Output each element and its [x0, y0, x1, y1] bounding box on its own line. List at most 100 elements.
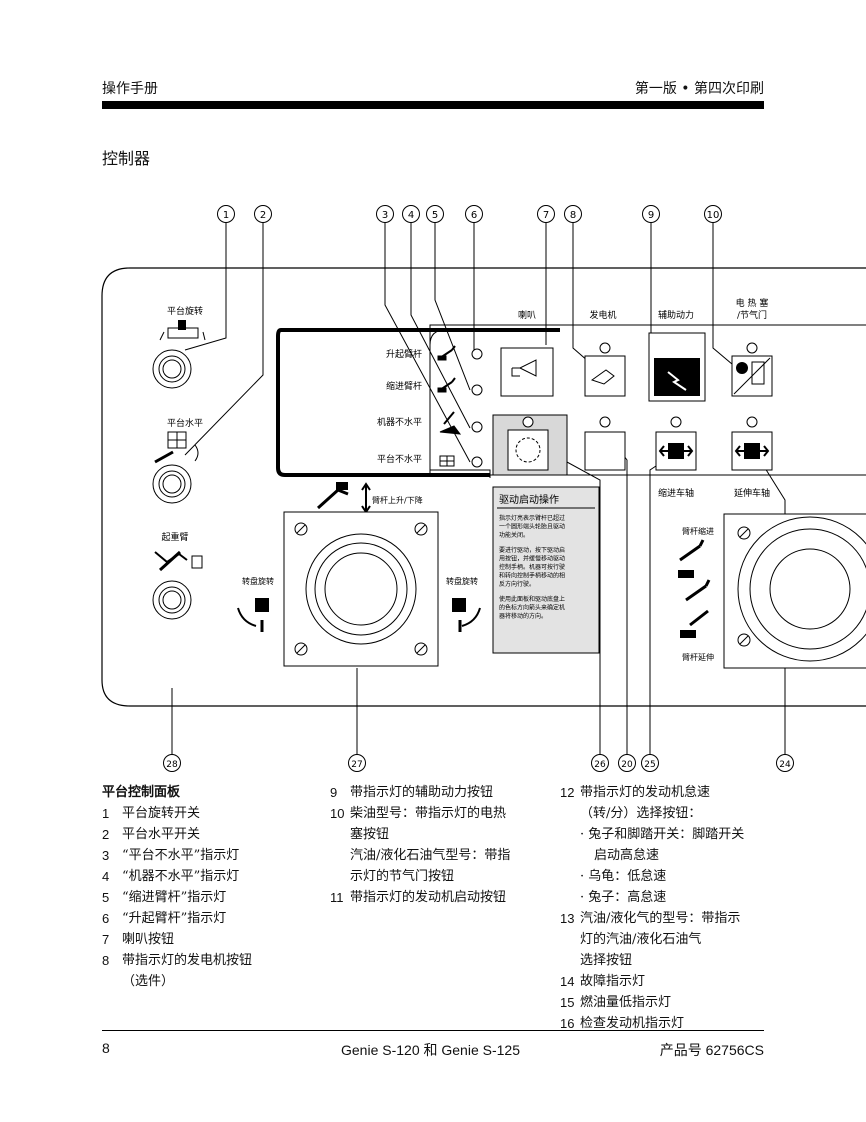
header-right: 第一版 • 第四次印刷: [634, 81, 764, 97]
indicator-panel-border: [276, 328, 560, 477]
drive-instruction-line: 用按钮，并缓慢移动驱动: [499, 554, 565, 562]
callout-25: 25: [644, 760, 655, 770]
svg-text:机器不水平: 机器不水平: [377, 416, 422, 428]
horn-button: [500, 347, 554, 397]
footer-rule: [102, 1030, 764, 1031]
drive-instruction-line: 反方向行驶。: [499, 580, 535, 588]
boom-turntable-joystick: [283, 511, 439, 667]
drive-instruction-line: 控制手柄。机器可按行驶: [499, 563, 565, 571]
callout-24: 24: [779, 760, 791, 770]
drive-instruction-line: 功能关闭。: [499, 531, 529, 539]
indicator-labels: 升起臂杆 缩进臂杆 机器不水平 平台不水平: [377, 348, 422, 465]
svg-text:缩进车轴: 缩进车轴: [658, 487, 694, 499]
callout-26: 26: [594, 760, 606, 770]
svg-text:起重臂: 起重臂: [161, 531, 188, 543]
drive-instruction-line: 的色标方向箭头来确定机: [499, 603, 565, 611]
legend-item: 5“缩进臂杆”指示灯: [102, 890, 227, 905]
svg-text:平台旋转: 平台旋转: [167, 305, 203, 317]
callouts-top: 1 2 3 4 5 6 7 8 9 10: [217, 205, 722, 223]
generator-button: [584, 342, 626, 397]
drive-enable-instructions: 驱动启动操作 指示灯亮表示臂杆已超过一个圆形端头轮胎且驱动功能关闭。要进行驱动，…: [492, 486, 600, 654]
footer-product: 产品号 62756CS: [659, 1042, 764, 1058]
svg-text:缩进臂杆: 缩进臂杆: [386, 380, 422, 392]
callout-20: 20: [621, 760, 633, 770]
drive-instruction-line: 一个圆形端头轮胎且驱动: [499, 523, 565, 531]
indicator-lights: [471, 348, 483, 468]
machine-not-level-light: [471, 421, 483, 433]
callout-3: 3: [382, 210, 388, 221]
legend-item: 3“平台不水平”指示灯: [102, 848, 240, 863]
callout-7: 7: [543, 210, 549, 221]
legend-item-8-cont: （选件）: [122, 974, 175, 989]
button-labels: 喇叭 发电机 辅助动力 电 热 塞 /节气门: [518, 297, 768, 321]
panel-outline: [101, 267, 866, 707]
header-rule: [102, 101, 764, 109]
retract-axle-button: 缩进车轴: [655, 416, 697, 499]
platform-rotate-switch: 平台旋转: [152, 305, 206, 389]
callout-2: 2: [260, 210, 266, 221]
legend-heading: 平台控制面板: [102, 785, 181, 800]
upper-control-panel: [429, 324, 866, 476]
svg-text:喇叭: 喇叭: [518, 309, 536, 321]
callout-4: 4: [408, 210, 414, 221]
aux-power-button: [648, 332, 706, 402]
svg-text:臂杆上升/下降: 臂杆上升/下降: [372, 495, 423, 505]
drive-instruction-line: 指示灯亮表示臂杆已超过: [499, 514, 565, 522]
page-number: 8: [102, 1040, 110, 1056]
svg-text:发电机: 发电机: [589, 309, 616, 321]
platform-level-switch: 平台水平: [152, 417, 203, 504]
drive-instruction-line: 使用此面板和驱动底盘上: [499, 595, 565, 603]
callout-5: 5: [432, 210, 438, 221]
svg-text:驱动启动操作: 驱动启动操作: [499, 493, 559, 506]
callouts-bottom: 28 27 26 20 25 24: [163, 754, 794, 772]
engine-start-button: [584, 416, 626, 471]
callout-9: 9: [648, 210, 654, 221]
svg-text:电 热 塞: 电 热 塞: [736, 297, 769, 309]
legend-item: 6“升起臂杆”指示灯: [102, 911, 227, 926]
platform-not-level-light: [471, 456, 483, 468]
callout-27: 27: [351, 760, 362, 770]
svg-text:辅助动力: 辅助动力: [658, 309, 694, 321]
boom-extend-retract: 臂杆缩进 臂杆延伸: [678, 526, 714, 662]
legend-item: 4“机器不水平”指示灯: [102, 869, 240, 884]
callout-6: 6: [471, 210, 477, 221]
svg-text:转盘旋转: 转盘旋转: [242, 576, 274, 586]
drive-enable-button: [492, 414, 568, 476]
boom-updown-label: 臂杆上升/下降: [316, 482, 423, 514]
turntable-rotate-left: 转盘旋转: [237, 576, 274, 632]
callout-1: 1: [223, 210, 229, 221]
boom-retract-light: [471, 384, 483, 396]
callout-10: 10: [707, 210, 720, 221]
jib-switch: 起重臂: [152, 531, 203, 620]
drive-instruction-line: 要进行驱动，按下驱动启: [499, 546, 565, 554]
callout-28: 28: [166, 760, 178, 770]
indicator-icons: [437, 345, 462, 467]
svg-text:臂杆延伸: 臂杆延伸: [682, 652, 714, 662]
drive-instruction-line: 器将移动的方向。: [499, 612, 547, 620]
callout-8: 8: [570, 210, 576, 221]
svg-text:平台水平: 平台水平: [167, 417, 203, 429]
svg-text:/节气门: /节气门: [737, 309, 767, 321]
glow-plug-button: [731, 342, 773, 397]
section-title: 控制器: [102, 149, 151, 168]
svg-text:臂杆缩进: 臂杆缩进: [682, 526, 714, 536]
boom-up-light: [471, 348, 483, 360]
drive-joystick-partial: [723, 513, 866, 669]
svg-text:转盘旋转: 转盘旋转: [446, 576, 478, 586]
extend-axle-button: 延伸车轴: [731, 416, 773, 499]
header-left: 操作手册: [102, 81, 158, 97]
svg-text:平台不水平: 平台不水平: [377, 453, 422, 465]
footer-model: Genie S-120 和 Genie S-125: [341, 1042, 520, 1058]
svg-text:延伸车轴: 延伸车轴: [734, 487, 770, 499]
control-panel-diagram: 1 2 3 4 5 6 7 8 9 10 平台旋转 平台水平 起重臂: [101, 205, 866, 772]
drive-instruction-line: 和转向控制手柄移动的相: [499, 572, 565, 580]
turntable-rotate-right: 转盘旋转: [446, 576, 481, 632]
svg-text:升起臂杆: 升起臂杆: [386, 348, 422, 360]
